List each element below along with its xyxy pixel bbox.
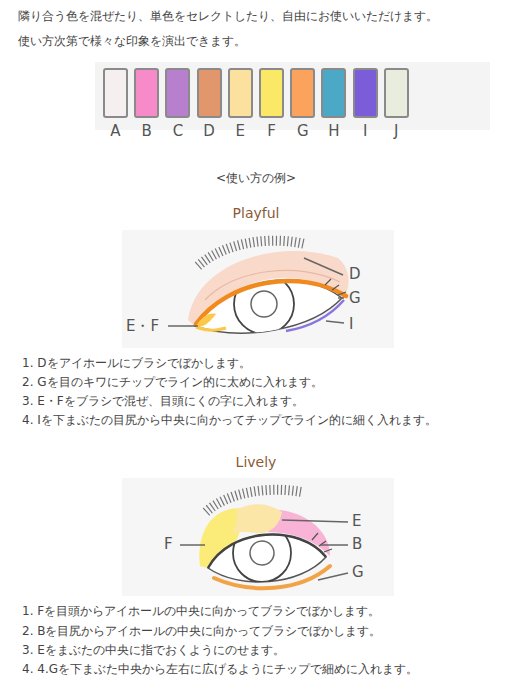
color-swatch: [353, 68, 378, 118]
swatch-letter: B: [142, 122, 152, 141]
step-text: 3. E・Fをブラシで混ぜ、目頭にくの字に入れます。: [22, 394, 304, 409]
style-heading: Lively: [236, 454, 277, 472]
intro-text: 隣り合う色を混ぜたり、単色をセレクトしたり、自由にお使いいただけます。: [18, 9, 438, 24]
leader-line: [180, 544, 205, 546]
swatch-letter: H: [328, 122, 339, 141]
palette-ground: [95, 62, 490, 130]
lively-eye: [180, 490, 348, 588]
step-text: 4. Iを下まぶたの目尻から中央に向かってチップでライン的に細く入れます。: [22, 413, 437, 428]
illustration-ground: [122, 230, 394, 348]
iris: [233, 524, 291, 582]
shadow-ef: [196, 327, 226, 330]
color-swatch: [165, 68, 190, 118]
lashes: [325, 279, 346, 295]
line-g: [214, 566, 330, 588]
color-swatch: [384, 68, 409, 118]
pupil: [251, 291, 277, 317]
step-text: 2. Bを目尻からアイホールの中央に向かってブラシでぼかします。: [22, 624, 382, 639]
leader-line: [304, 258, 343, 275]
leader-line: [282, 520, 348, 522]
swatch-letter: A: [110, 122, 120, 141]
style-heading: Playful: [233, 205, 280, 223]
swatch-letter: E: [236, 122, 245, 141]
shadow-e: [232, 504, 282, 534]
shadow-ef: [196, 314, 216, 327]
step-text: 1. Fを目頭からアイホールの中央に向かってブラシでぼかします。: [22, 604, 380, 619]
upper-lid: [208, 535, 326, 568]
color-swatch: [259, 68, 284, 118]
intro-text: 使い方次第で様々な印象を演出できます。: [18, 34, 246, 49]
callout-letter: E・F: [126, 317, 159, 336]
step-text: 4. 4.Gを下まぶた中央から左右に広げるようにチップで細めに入れます。: [22, 662, 418, 677]
leader-line: [338, 297, 344, 299]
lashes: [312, 533, 332, 552]
callout-letter: D: [349, 265, 361, 284]
pupil: [250, 541, 274, 565]
callout-letter: G: [352, 563, 364, 582]
callout-letter: B: [352, 535, 362, 554]
swatch-letter: J: [394, 122, 398, 141]
leader-line: [318, 573, 348, 580]
color-swatch: [103, 68, 128, 118]
callout-letter: E: [352, 512, 361, 531]
leader-line: [326, 321, 344, 323]
playful-eye: [168, 241, 349, 334]
leader-line: [320, 544, 348, 546]
step-text: 3. Eをまぶたの中央に指でおくようにのせます。: [22, 643, 285, 658]
color-swatch: [197, 68, 222, 118]
callout-letter: G: [349, 289, 361, 308]
section-heading: <使い方の例>: [216, 171, 296, 186]
color-swatch: [134, 68, 159, 118]
swatch-letter: C: [173, 122, 183, 141]
color-swatch: [228, 68, 253, 118]
color-swatch: [321, 68, 346, 118]
callout-letter: I: [349, 315, 353, 334]
step-text: 1. Dをアイホールにブラシでぼかします。: [22, 356, 251, 371]
line-i: [286, 300, 344, 331]
swatch-letter: G: [297, 122, 309, 141]
swatch-letter: D: [203, 122, 215, 141]
color-swatch: [290, 68, 315, 118]
swatch-letter: I: [363, 122, 367, 141]
illustration-ground: [122, 478, 394, 596]
swatch-letter: F: [267, 122, 276, 141]
callout-letter: F: [164, 535, 173, 554]
leader-line: [168, 325, 198, 327]
step-text: 2. Gを目のキワにチップでライン的に太めに入れます。: [22, 375, 323, 390]
